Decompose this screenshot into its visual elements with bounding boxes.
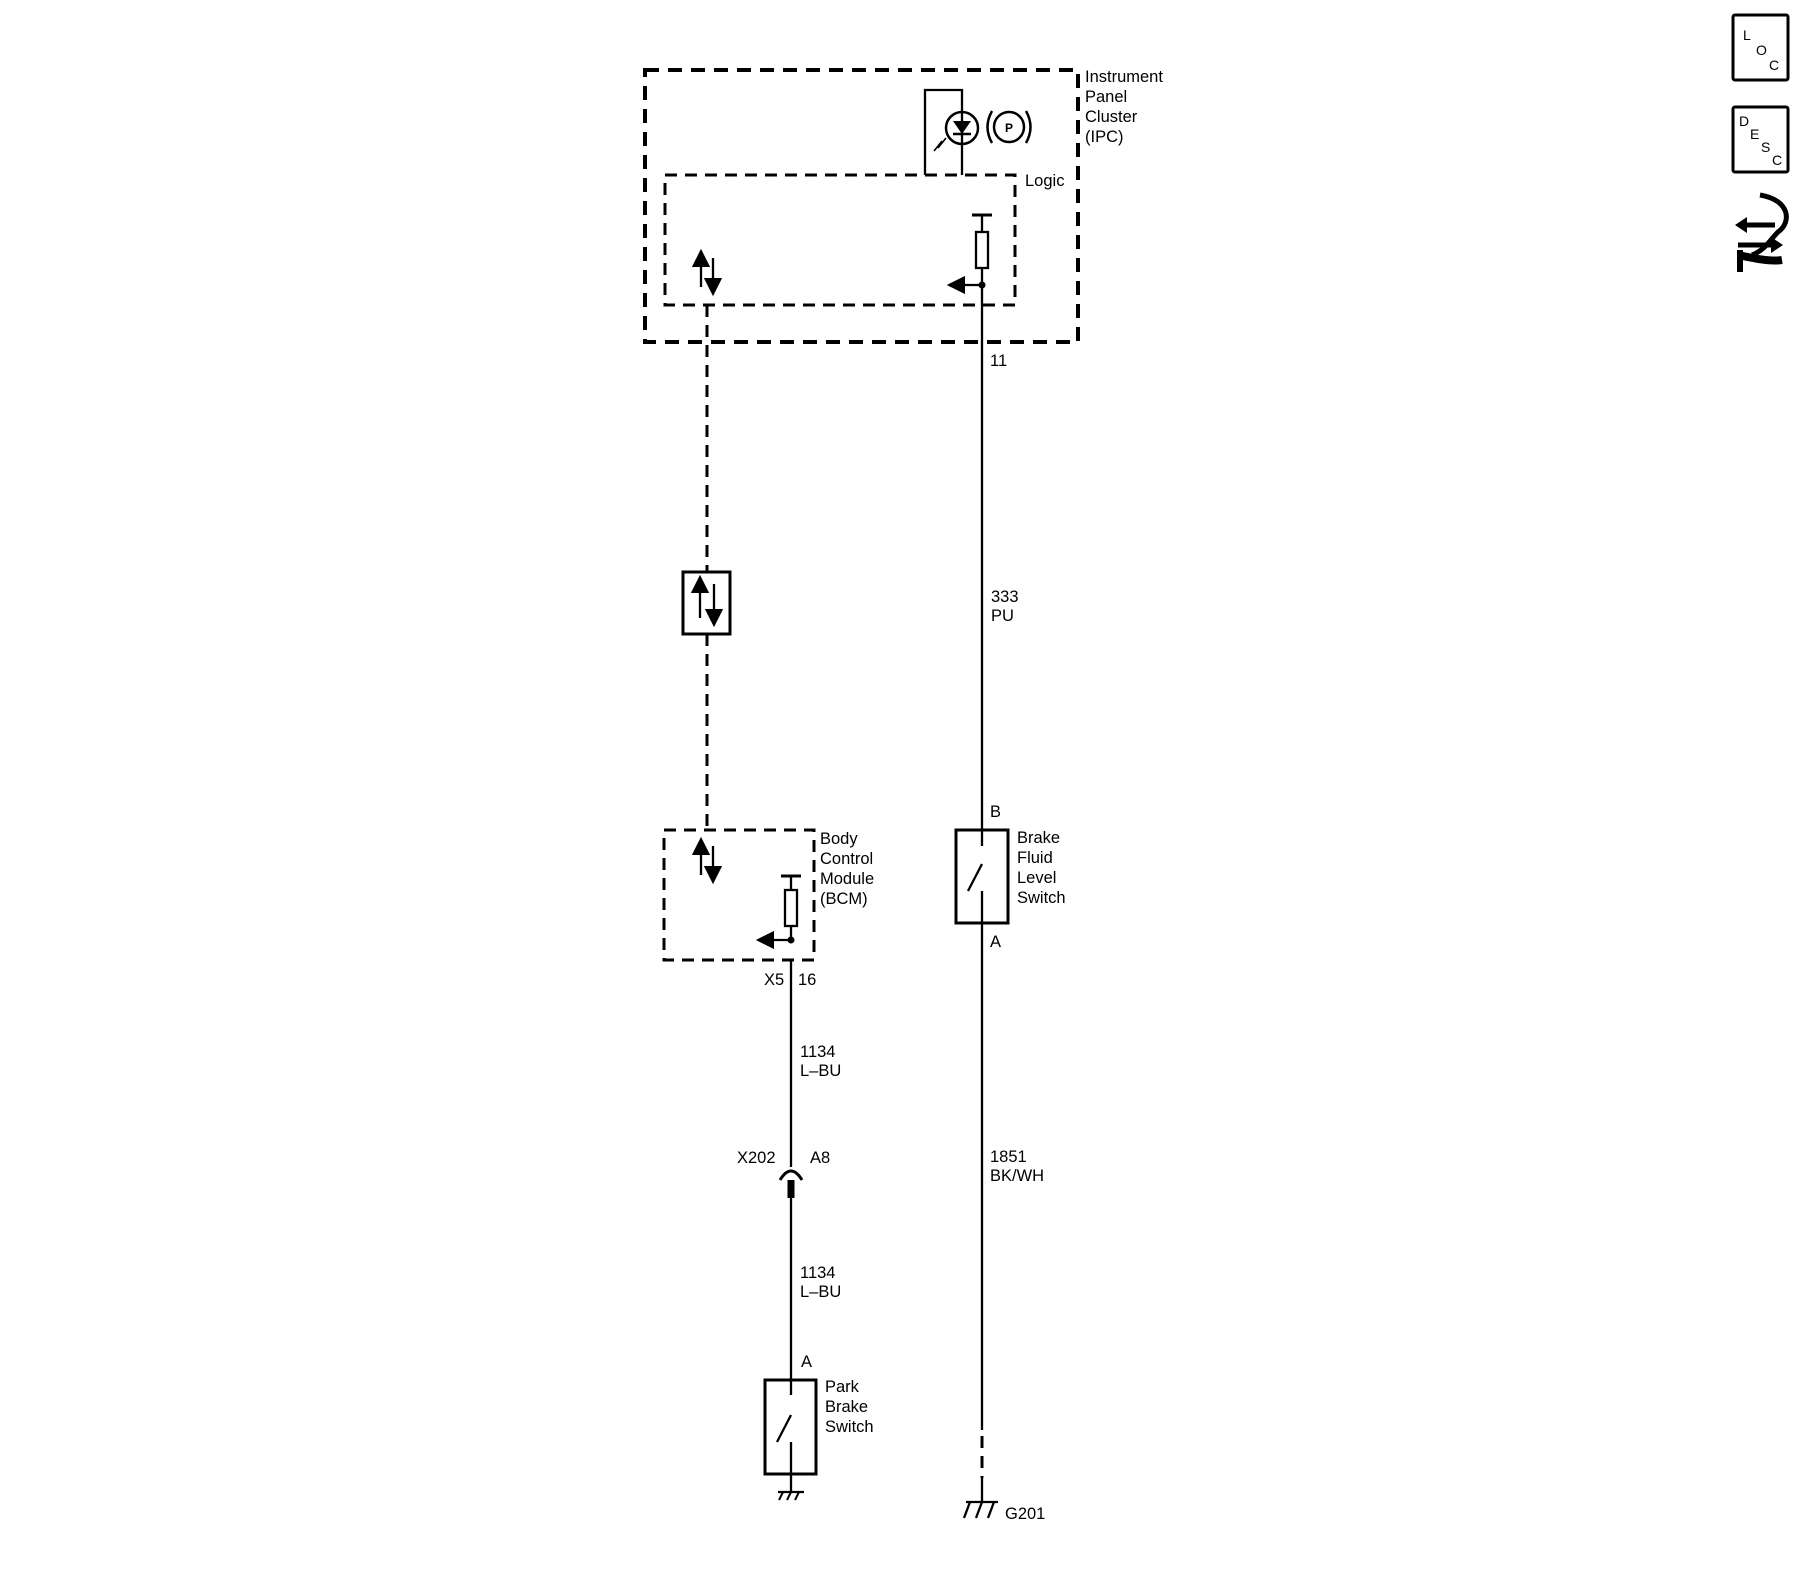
brake-fluid-level-switch[interactable]	[954, 828, 1010, 925]
ipc-label-line-2: Panel	[1085, 88, 1127, 106]
desc-letter-s: S	[1761, 139, 1770, 155]
wire-1851-color: BK/WH	[990, 1167, 1044, 1185]
ipc-serial-data-icon	[691, 248, 723, 297]
bcm-label-line-2: Control	[820, 850, 873, 868]
bcm-serial-data-icon	[691, 836, 723, 885]
park-brake-switch-pin-a: A	[801, 1353, 812, 1371]
bcm-label-line-1: Body	[820, 830, 858, 848]
connector-navigation-icon[interactable]	[1735, 192, 1789, 272]
brake-fluid-switch-label-1: Brake	[1017, 829, 1060, 847]
ipc-input-resistor-icon	[946, 213, 992, 295]
desc-letter-d: D	[1739, 113, 1749, 129]
bcm-label-line-4: (BCM)	[820, 890, 868, 908]
ground-g201-icon[interactable]	[962, 1478, 998, 1519]
loc-button[interactable]: L O C	[1731, 13, 1790, 82]
case-ground-icon	[778, 1474, 804, 1501]
bcm-label-line-3: Module	[820, 870, 874, 888]
park-brake-indicator-icon: P	[923, 88, 1032, 175]
park-brake-switch[interactable]	[763, 1378, 818, 1476]
ground-g201-label: G201	[1005, 1505, 1045, 1523]
wire-333-color: PU	[991, 607, 1014, 625]
serial-data-symbol-icon	[681, 570, 732, 636]
brake-fluid-switch-label-2: Fluid	[1017, 849, 1053, 867]
bcm-module[interactable]: Body Control Module (BCM)	[662, 828, 874, 962]
loc-letter-o: O	[1756, 42, 1767, 58]
wire-1134-upper-circuit: 1134	[800, 1043, 835, 1061]
desc-button[interactable]: D E S C	[1731, 105, 1790, 174]
desc-letter-c: C	[1772, 152, 1782, 168]
wire-1134-lower-circuit: 1134	[800, 1264, 835, 1282]
park-brake-switch-label-3: Switch	[825, 1418, 874, 1436]
connector-x202[interactable]	[778, 1169, 804, 1198]
bcm-pin-16: 16	[798, 971, 816, 989]
wire-1134-upper-color: L–BU	[800, 1062, 841, 1080]
wire-1134-lower-color: L–BU	[800, 1283, 841, 1301]
indicator-symbol: P	[1005, 121, 1013, 135]
bcm-connector-x5: X5	[764, 971, 784, 989]
desc-letter-e: E	[1750, 126, 1759, 142]
loc-letter-l: L	[1743, 27, 1751, 43]
connector-x202-pin: A8	[810, 1149, 830, 1167]
connector-x202-name: X202	[737, 1149, 776, 1167]
park-brake-switch-label-2: Brake	[825, 1398, 868, 1416]
bcm-input-resistor-icon	[755, 874, 801, 950]
ipc-module[interactable]: Logic Instrument Panel Cluster (IPC)	[643, 68, 1163, 344]
ipc-label-line-3: Cluster	[1085, 108, 1138, 126]
brake-fluid-switch-label-3: Level	[1017, 869, 1056, 887]
ipc-pin-11: 11	[990, 352, 1007, 370]
ipc-logic-label: Logic	[1025, 172, 1064, 190]
wire-333-circuit: 333	[991, 588, 1019, 606]
loc-letter-c: C	[1769, 57, 1779, 73]
wire-1851-circuit: 1851	[990, 1148, 1027, 1166]
ipc-label-line-4: (IPC)	[1085, 128, 1124, 146]
brake-fluid-switch-label-4: Switch	[1017, 889, 1066, 907]
ipc-label-line-1: Instrument	[1085, 68, 1163, 86]
brake-fluid-switch-pin-b: B	[990, 803, 1001, 821]
park-brake-switch-label-1: Park	[825, 1378, 860, 1396]
brake-fluid-switch-pin-a: A	[990, 933, 1001, 951]
